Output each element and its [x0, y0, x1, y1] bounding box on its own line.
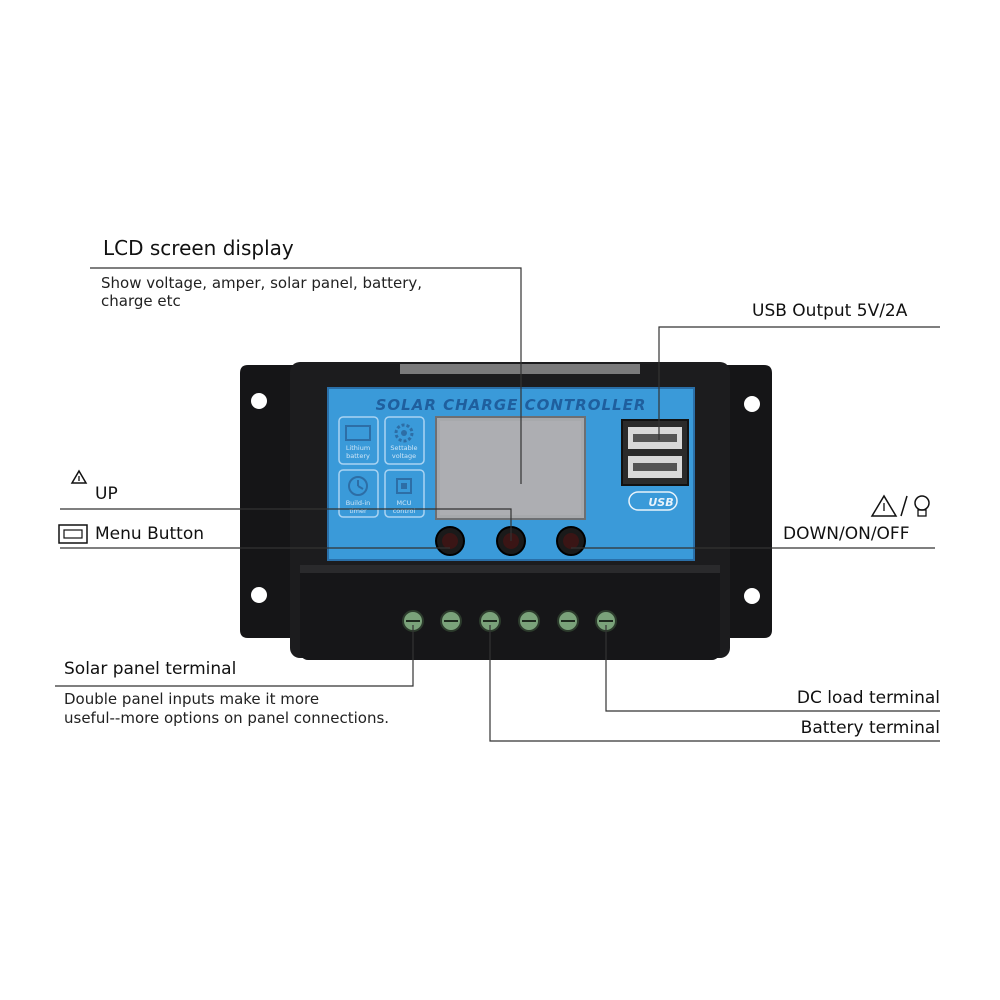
svg-text:MCU: MCU — [397, 499, 412, 507]
usb-callout-title: USB Output 5V/2A — [752, 301, 908, 321]
svg-text:control: control — [393, 507, 416, 515]
up-warning-triangle-icon — [70, 469, 88, 484]
mcu-control-icon: MCU control — [384, 469, 425, 518]
svg-text:Settable: Settable — [390, 444, 417, 452]
usb-badge: USB — [628, 491, 678, 511]
down-on-off-button[interactable] — [556, 526, 586, 556]
terminal-block — [300, 565, 720, 660]
dc-load-leader — [605, 625, 940, 712]
lcd-callout-title: LCD screen display — [103, 236, 294, 260]
menu-button[interactable] — [435, 526, 465, 556]
solar-callout-title: Solar panel terminal — [64, 659, 237, 679]
lithium-battery-icon: Lithium battery — [338, 416, 379, 465]
lcd-callout-desc-line1: Show voltage, amper, solar panel, batter… — [101, 274, 423, 292]
lcd-callout-desc-line2: charge etc — [101, 292, 181, 310]
usb-leader — [658, 326, 940, 440]
terminal-screws — [402, 610, 617, 632]
battery-callout-title: Battery terminal — [800, 718, 940, 738]
svg-text:battery: battery — [346, 452, 370, 460]
build-in-timer-icon: Build-in timer — [338, 469, 379, 518]
lcd-leader — [90, 267, 522, 484]
up-leader — [60, 508, 512, 541]
right-mounting-flange — [720, 365, 772, 638]
solar-callout-desc-line1: Double panel inputs make it more — [64, 690, 320, 708]
left-mounting-flange — [240, 365, 300, 638]
battery-leader — [489, 625, 940, 742]
usb-ports — [621, 419, 689, 486]
svg-text:Lithium: Lithium — [346, 444, 370, 452]
up-callout-label: UP — [95, 484, 118, 504]
svg-text:voltage: voltage — [392, 452, 416, 460]
settable-voltage-icon: Settable voltage — [384, 416, 425, 465]
menu-rectangle-icon — [58, 524, 88, 544]
svg-text:timer: timer — [349, 507, 367, 515]
brand-title: SOLAR CHARGE CONTROLLER — [376, 396, 647, 414]
leader-lines — [55, 267, 940, 742]
svg-text:Build-in: Build-in — [346, 499, 371, 507]
solar-leader — [55, 625, 414, 687]
dc-load-callout-title: DC load terminal — [796, 688, 940, 708]
down-warning-bulb-icon — [870, 494, 930, 517]
down-callout-label: DOWN/ON/OFF — [783, 524, 910, 544]
solar-callout-desc-line2: useful--more options on panel connection… — [64, 709, 390, 727]
svg-text:USB: USB — [648, 496, 673, 509]
menu-callout-label: Menu Button — [95, 524, 205, 544]
